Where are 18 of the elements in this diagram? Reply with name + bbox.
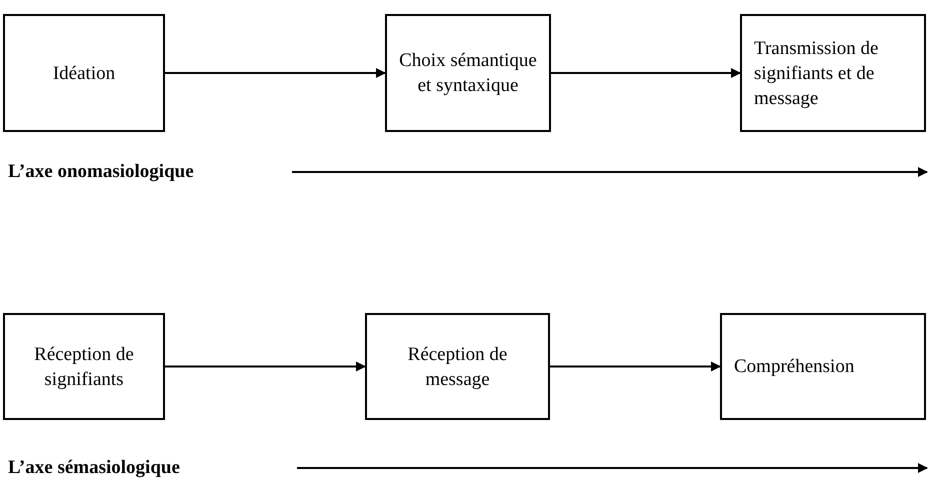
- box-text: Idéation: [52, 62, 116, 86]
- box-text: Transmission de signifiants et de message: [754, 36, 880, 110]
- arrow: [550, 362, 721, 372]
- process-box: [740, 14, 926, 132]
- arrow: [551, 68, 741, 78]
- box-text: Choix sémantique et syntaxique: [399, 49, 537, 98]
- box-text: Réception de signifiants: [33, 342, 135, 392]
- arrow: [165, 362, 366, 372]
- axis-label: L’axe onomasiologique: [8, 160, 194, 184]
- process-box: [365, 313, 550, 420]
- box-text: Compréhension: [734, 355, 854, 379]
- axis-label: L’axe sémasiologique: [8, 456, 180, 480]
- process-box: [3, 313, 165, 420]
- arrow: [165, 68, 386, 78]
- process-box: [385, 14, 551, 132]
- process-box: [720, 313, 926, 420]
- box-text: Réception de message: [406, 342, 508, 392]
- process-box: [3, 14, 165, 132]
